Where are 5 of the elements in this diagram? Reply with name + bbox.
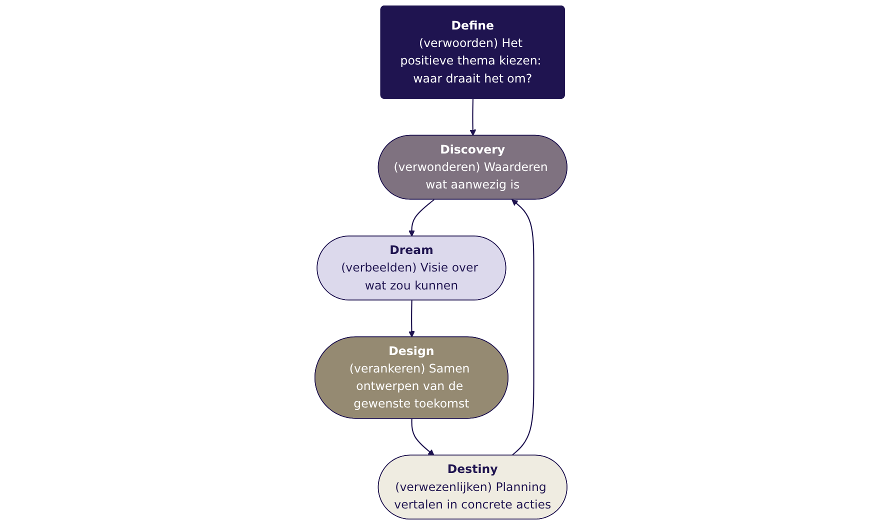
- arrow: [470, 98, 476, 136]
- arrow: [411, 418, 434, 456]
- arrow: [408, 199, 435, 237]
- arrow: [512, 199, 534, 456]
- arrow: [408, 300, 415, 338]
